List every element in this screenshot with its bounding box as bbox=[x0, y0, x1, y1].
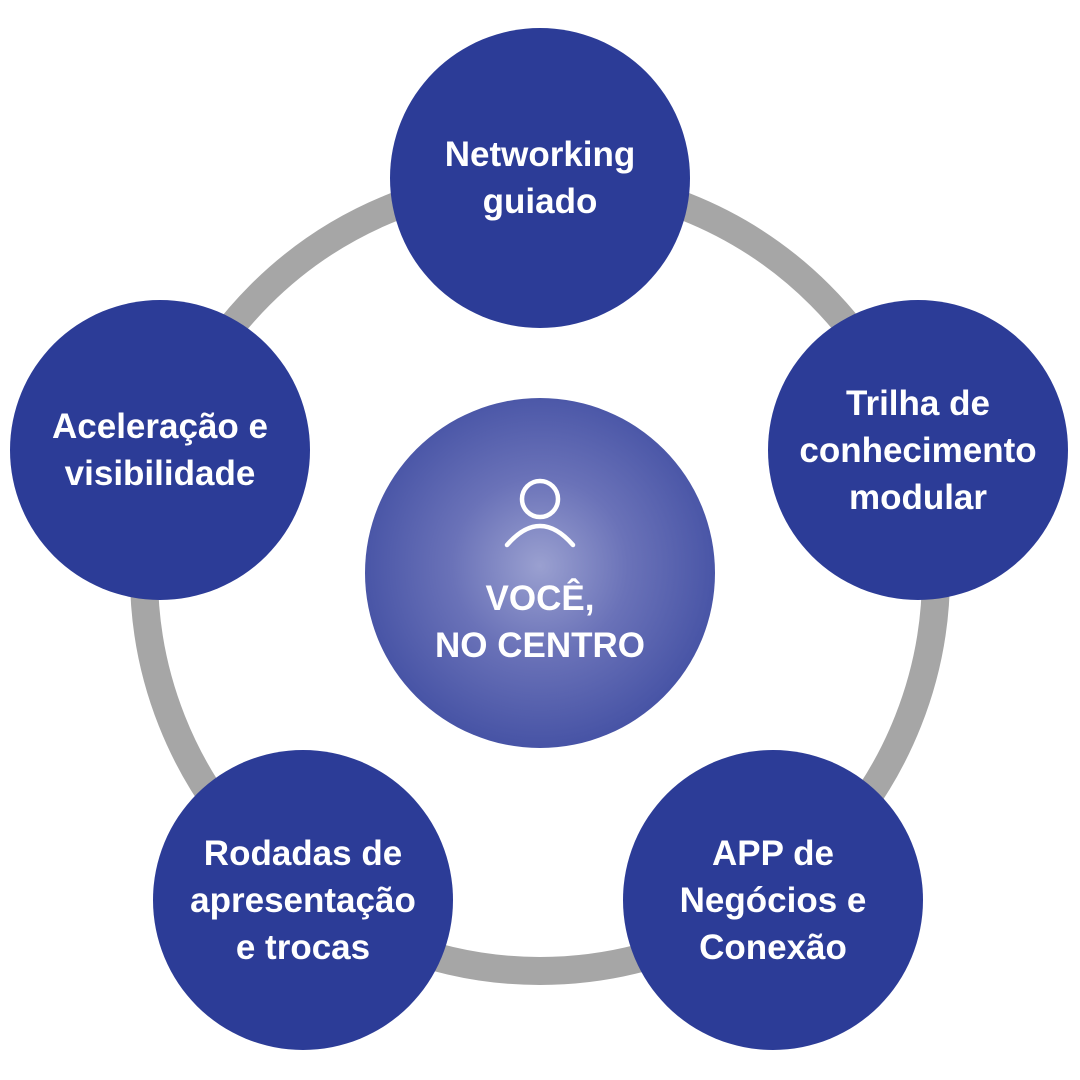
node-label: Rodadas de apresentação e trocas bbox=[190, 833, 416, 967]
center-node: VOCÊ, NO CENTRO bbox=[365, 398, 715, 748]
node-networking: Networking guiado bbox=[390, 28, 690, 328]
user-icon bbox=[504, 478, 576, 548]
node-trilha: Trilha de conhecimento modular bbox=[768, 300, 1068, 600]
node-label: Aceleração e visibilidade bbox=[52, 407, 268, 493]
node-rodadas: Rodadas de apresentação e trocas bbox=[153, 750, 453, 1050]
node-label: Networking guiado bbox=[444, 135, 636, 221]
node-label: Trilha de conhecimento modular bbox=[799, 383, 1037, 517]
center-label: VOCÊ, NO CENTRO bbox=[435, 579, 645, 665]
node-app: APP de Negócios e Conexão bbox=[623, 750, 923, 1050]
node-label: APP de Negócios e Conexão bbox=[679, 833, 867, 967]
node-aceleracao: Aceleração e visibilidade bbox=[10, 300, 310, 600]
